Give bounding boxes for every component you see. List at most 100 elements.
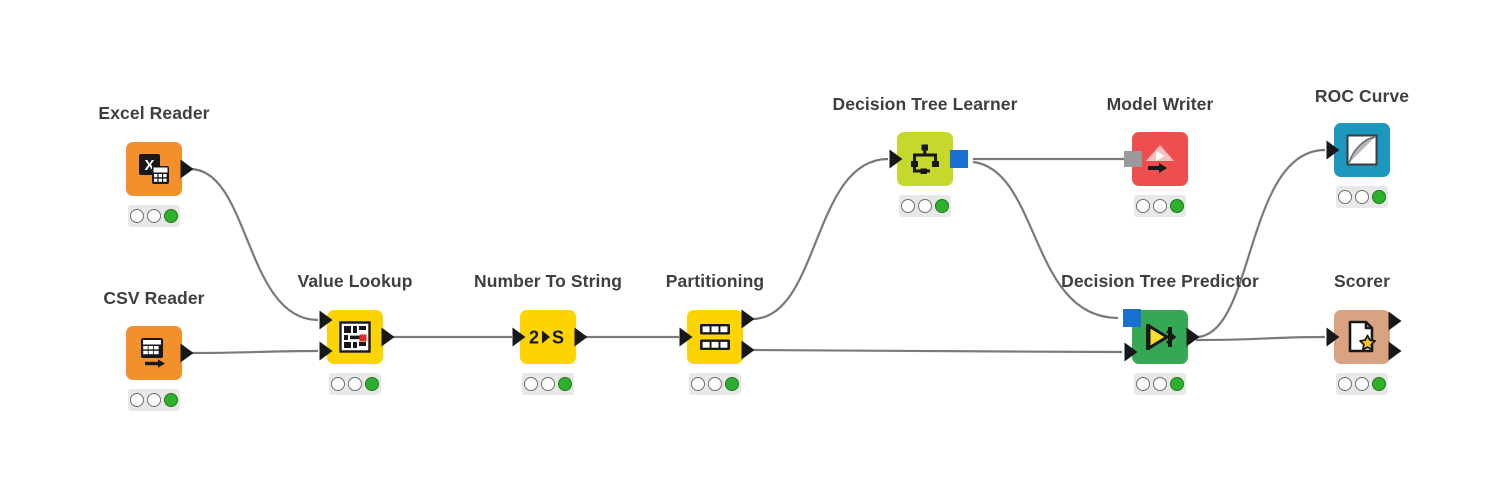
status-led-csv-reader-0 [130,393,144,407]
status-led-number-to-string-2 [558,377,572,391]
node-status-value-lookup [329,373,381,395]
csv-table-arrow-icon [137,336,171,370]
predictor-play-icon [1143,321,1177,353]
input-port-number-to-string-0[interactable] [512,327,526,352]
status-led-model-writer-1 [1153,199,1167,213]
status-led-roc-curve-1 [1355,190,1369,204]
output-port-csv-reader-0[interactable] [180,343,194,368]
model-write-arrow-icon [1143,142,1177,176]
node-label-number-to-string: Number To String [473,271,623,291]
node-status-excel-reader [128,205,180,227]
status-led-partitioning-2 [725,377,739,391]
status-led-value-lookup-0 [331,377,345,391]
output-port-scorer-0[interactable] [1388,311,1402,336]
status-led-decision-tree-predictor-2 [1170,377,1184,391]
status-led-scorer-1 [1355,377,1369,391]
node-status-csv-reader [128,389,180,411]
status-led-scorer-0 [1338,377,1352,391]
node-status-decision-tree-predictor [1134,373,1186,395]
status-led-decision-tree-learner-2 [935,199,949,213]
node-body-decision-tree-predictor[interactable] [1132,310,1188,364]
node-label-decision-tree-predictor: Decision Tree Predictor [1061,271,1259,291]
node-label-value-lookup: Value Lookup [297,271,413,291]
node-status-model-writer [1134,195,1186,217]
output-port-partitioning-0[interactable] [741,309,755,334]
decision-tree-icon [908,143,942,175]
output-port-value-lookup-0[interactable] [381,327,395,352]
status-led-roc-curve-2 [1372,190,1386,204]
status-led-csv-reader-2 [164,393,178,407]
connection-partition-to-predictor[interactable] [751,348,1123,354]
node-body-csv-reader[interactable] [126,326,182,380]
status-led-value-lookup-2 [365,377,379,391]
roc-curve-icon [1346,134,1378,166]
node-body-partitioning[interactable] [687,310,743,364]
status-led-model-writer-0 [1136,199,1150,213]
svg-text:X: X [144,157,154,174]
output-port-number-to-string-0[interactable] [574,327,588,352]
scorer-doc-star-icon [1346,320,1378,354]
output-port-decision-tree-learner-0[interactable] [949,149,969,174]
output-port-partitioning-1[interactable] [741,340,755,365]
connection-predictor-to-scorer[interactable] [1195,335,1326,342]
status-led-decision-tree-predictor-0 [1136,377,1150,391]
connection-partition-to-learner[interactable] [751,157,889,321]
node-status-partitioning [689,373,741,395]
node-label-model-writer: Model Writer [1106,94,1214,114]
input-port-scorer-0[interactable] [1326,327,1340,352]
status-led-decision-tree-learner-0 [901,199,915,213]
status-led-excel-reader-2 [164,209,178,223]
input-port-model-writer-0[interactable] [1124,151,1142,172]
output-port-excel-reader-0[interactable] [180,159,194,184]
connection-csv-to-lookup[interactable] [189,349,319,355]
node-body-roc-curve[interactable] [1334,123,1390,177]
status-led-decision-tree-predictor-1 [1153,377,1167,391]
node-body-value-lookup[interactable] [327,310,383,364]
node-body-excel-reader[interactable]: X [126,142,182,196]
status-led-excel-reader-0 [130,209,144,223]
status-led-number-to-string-0 [524,377,538,391]
svg-text:S: S [552,328,564,348]
status-led-csv-reader-1 [147,393,161,407]
input-port-decision-tree-predictor-1[interactable] [1124,342,1138,367]
node-status-roc-curve [1336,186,1388,208]
node-body-number-to-string[interactable]: 2 S [520,310,576,364]
status-led-partitioning-1 [708,377,722,391]
status-led-value-lookup-1 [348,377,362,391]
svg-text:2: 2 [529,328,539,348]
status-led-number-to-string-1 [541,377,555,391]
status-led-scorer-2 [1372,377,1386,391]
node-label-excel-reader: Excel Reader [98,103,210,123]
connection-excel-to-lookup[interactable] [189,167,319,322]
node-body-scorer[interactable] [1334,310,1390,364]
status-led-decision-tree-learner-1 [918,199,932,213]
node-status-decision-tree-learner [899,195,951,217]
node-label-scorer: Scorer [1333,271,1391,291]
node-label-partitioning: Partitioning [665,271,765,291]
output-port-decision-tree-predictor-0[interactable] [1186,327,1200,352]
input-port-decision-tree-learner-0[interactable] [889,149,903,174]
node-body-decision-tree-learner[interactable] [897,132,953,186]
node-status-number-to-string [522,373,574,395]
node-label-decision-tree-learner: Decision Tree Learner [832,94,1018,114]
input-port-roc-curve-0[interactable] [1326,140,1340,165]
output-port-scorer-1[interactable] [1388,341,1402,366]
node-label-csv-reader: CSV Reader [103,288,205,308]
connection-learner-to-predictor[interactable] [972,160,1119,320]
excel-file-icon: X [137,152,171,186]
node-status-scorer [1336,373,1388,395]
input-port-partitioning-0[interactable] [679,327,693,352]
number-to-string-icon: 2 S [527,325,569,349]
input-port-value-lookup-0[interactable] [319,310,333,335]
status-led-roc-curve-0 [1338,190,1352,204]
status-led-excel-reader-1 [147,209,161,223]
status-led-partitioning-0 [691,377,705,391]
lookup-grid-icon [338,320,372,354]
input-port-value-lookup-1[interactable] [319,341,333,366]
connection-predictor-to-roc[interactable] [1195,148,1326,339]
input-port-decision-tree-predictor-0[interactable] [1122,308,1142,333]
partition-rows-icon [698,322,732,352]
node-label-roc-curve: ROC Curve [1314,86,1410,106]
